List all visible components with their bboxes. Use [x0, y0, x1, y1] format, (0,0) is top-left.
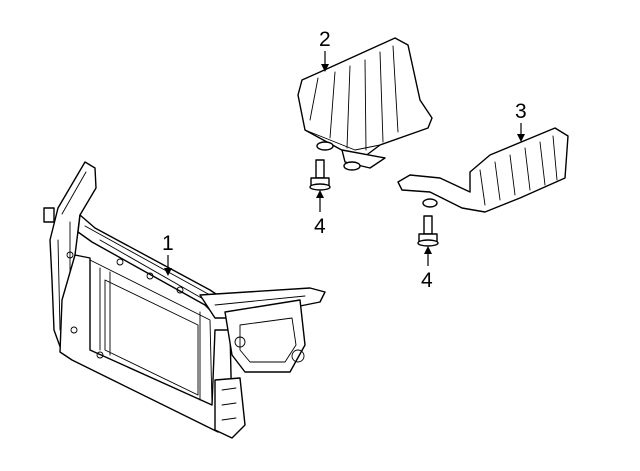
callout-4a: 4	[314, 190, 326, 238]
callout-3: 3	[515, 100, 527, 142]
radiator-support	[43, 161, 326, 439]
upper-shield	[297, 37, 433, 171]
callout-4b: 4	[421, 246, 433, 292]
callout-label-4a: 4	[314, 215, 326, 238]
callout-label-2: 2	[319, 28, 331, 51]
callout-1: 1	[162, 232, 174, 276]
callout-2: 2	[319, 28, 331, 72]
bolt-b	[417, 215, 439, 247]
callout-label-4b: 4	[421, 269, 433, 292]
callout-label-3: 3	[515, 100, 527, 123]
side-shield	[397, 127, 569, 213]
bolt-a	[309, 159, 331, 191]
callout-label-1: 1	[162, 232, 174, 255]
